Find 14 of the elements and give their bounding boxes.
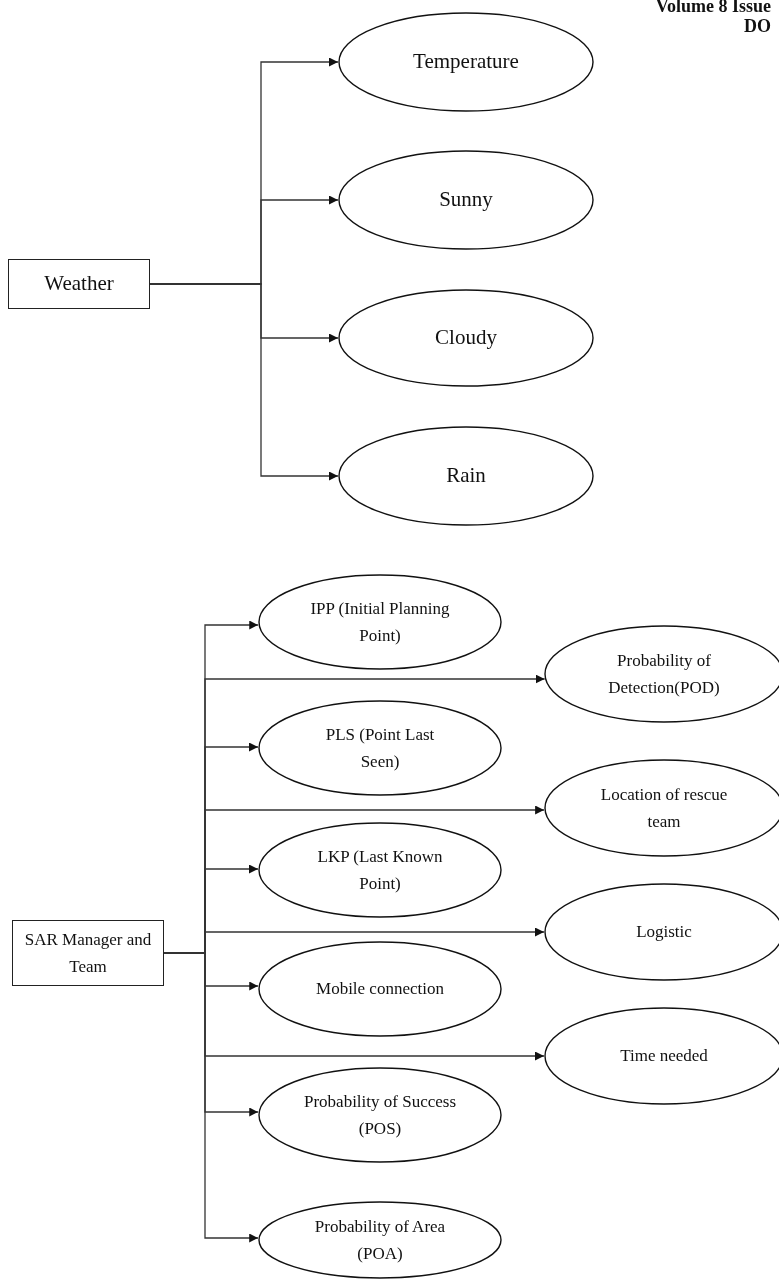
process-box: SAR Manager and Team bbox=[12, 920, 164, 986]
ellipse-node: Cloudy bbox=[338, 289, 594, 387]
header-text: Volume 8 Issue bbox=[655, 0, 771, 17]
process-box: Weather bbox=[8, 259, 150, 309]
ellipse-node: PLS (Point Last Seen) bbox=[258, 700, 502, 796]
ellipse-node: Temperature bbox=[338, 12, 594, 112]
ellipse-node: Probability of Success (POS) bbox=[258, 1067, 502, 1163]
ellipse-node: Sunny bbox=[338, 150, 594, 250]
header-text: DO bbox=[744, 16, 771, 37]
ellipse-node: LKP (Last Known Point) bbox=[258, 822, 502, 918]
ellipse-node: IPP (Initial Planning Point) bbox=[258, 574, 502, 670]
ellipse-node: Mobile connection bbox=[258, 941, 502, 1037]
ellipse-node: Probability of Area (POA) bbox=[258, 1201, 502, 1279]
ellipse-node: Rain bbox=[338, 426, 594, 526]
